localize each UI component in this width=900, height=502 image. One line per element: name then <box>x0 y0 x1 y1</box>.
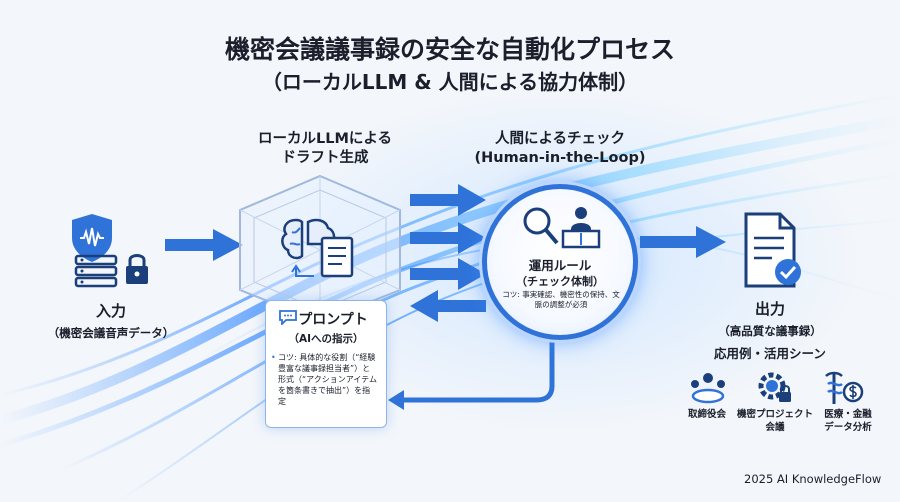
board-meeting-icon <box>691 373 725 404</box>
use-case-3-line2: データ分析 <box>824 422 872 433</box>
use-case-label: 取締役会 <box>672 408 742 421</box>
human-check-heading: 人間によるチェック (Human-in-the-Loop) <box>470 130 650 168</box>
input-label-block: 入力 （機密会議音声データ） <box>36 300 186 341</box>
prompt-subtitle: （AIへの指示） <box>288 333 364 345</box>
llm-heading: ローカルLLMによる ドラフト生成 <box>240 130 410 168</box>
use-case-3-line1: 医療・金融 <box>824 409 872 420</box>
use-case-label: 機密プロジェクト 会議 <box>730 408 820 434</box>
output-label: 出力 <box>754 300 785 318</box>
page-title: 機密会議議事録の安全な自動化プロセス <box>224 35 675 64</box>
human-check-body: コツ: 事実確認、機密性の保持、文脈の調整が必須 <box>502 290 620 309</box>
llm-hexagon <box>239 174 401 322</box>
arrow-feedback-to-llm <box>410 290 486 322</box>
gear-lock-icon <box>758 372 791 402</box>
human-check-title: 運用ルール <box>528 258 592 273</box>
use-cases-heading: 応用例・活用シーン <box>714 346 826 361</box>
human-check-subtitle: （チェック体制） <box>516 275 604 288</box>
human-check-circle: 運用ルール （チェック体制） コツ: 事実確認、機密性の保持、文脈の調整が必須 <box>482 184 638 340</box>
output-sublabel: （高品質な議事録） <box>718 324 822 338</box>
output-label-block: 出力 （高品質な議事録） <box>700 298 840 339</box>
caduceus-dollar-icon <box>825 371 864 404</box>
prompt-title: プロンプト <box>298 312 368 328</box>
magnifier-person-icon <box>523 207 601 249</box>
input-sublabel: （機密会議音声データ） <box>47 326 175 340</box>
human-check-heading-line1: 人間によるチェック <box>494 131 626 147</box>
use-case-label: 医療・金融 データ分析 <box>808 408 888 434</box>
prompt-body: コツ: 具体的な役割（“経験豊富な議事録担当者”）と形式（“アクションアイテムを… <box>271 352 378 407</box>
feedback-loop-line <box>388 324 555 410</box>
server-shield-icon <box>72 214 148 288</box>
footer-credit: 2025 AI KnowledgeFlow <box>744 472 882 486</box>
arrow-input-to-llm <box>165 229 243 261</box>
document-check-icon <box>744 212 801 288</box>
use-case-2-line2: 会議 <box>765 422 785 433</box>
arrow-check-to-output <box>640 226 726 258</box>
input-label: 入力 <box>95 302 126 320</box>
human-check-heading-line2: (Human-in-the-Loop) <box>474 150 646 166</box>
llm-heading-line2: ドラフト生成 <box>281 150 369 166</box>
use-case-1-line1: 取締役会 <box>687 409 726 420</box>
prompt-box: プロンプト （AIへの指示） コツ: 具体的な役割（“経験豊富な議事録担当者”）… <box>265 300 387 428</box>
llm-heading-line1: ローカルLLMによる <box>258 131 392 147</box>
page-subtitle: （ローカルLLM & 人間による協力体制） <box>261 70 639 94</box>
brain-document-icon <box>281 218 354 278</box>
arrows-llm-to-check <box>410 184 486 290</box>
use-case-2-line1: 機密プロジェクト <box>736 409 813 420</box>
speech-bubble-icon <box>279 310 297 325</box>
